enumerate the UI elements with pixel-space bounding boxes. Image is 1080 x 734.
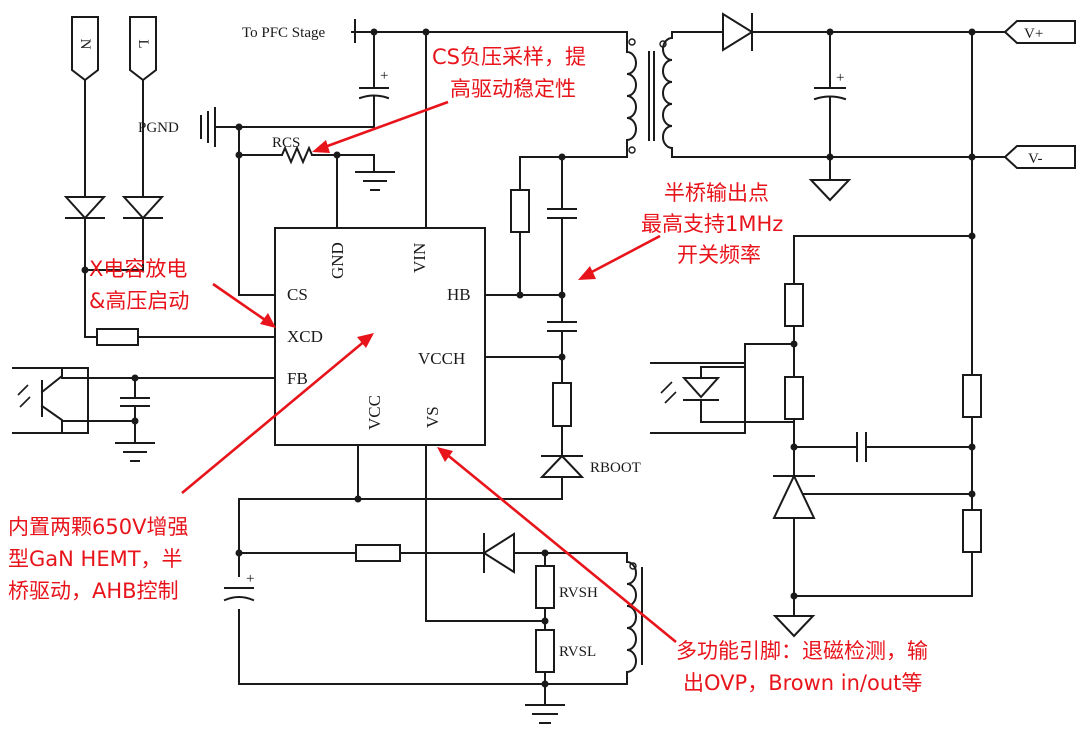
svg-text:桥驱动，AHB控制: 桥驱动，AHB控制 bbox=[8, 579, 179, 603]
input-diode-n bbox=[63, 196, 107, 220]
fb-resistor-mid bbox=[784, 376, 804, 420]
vplus-terminal: V+ bbox=[1003, 20, 1076, 44]
annotation-xcd: X电容放电 &高压启动 bbox=[89, 257, 276, 328]
pgnd-ground-icon bbox=[200, 107, 216, 147]
feedback-ground-icon bbox=[772, 615, 816, 638]
svg-text:半桥输出点: 半桥输出点 bbox=[664, 181, 769, 205]
svg-text:出OVP，Brown in/out等: 出OVP，Brown in/out等 bbox=[683, 671, 922, 695]
fb-resistor-right bbox=[962, 374, 982, 418]
output-capacitor: + bbox=[813, 31, 847, 181]
fb-resistor-top bbox=[784, 283, 804, 327]
output-rectifier-diode bbox=[722, 12, 754, 52]
xcd-resistor bbox=[96, 328, 139, 346]
pin-cs: CS bbox=[287, 285, 308, 304]
vminus-terminal: V- bbox=[1003, 145, 1076, 169]
svg-text:开关频率: 开关频率 bbox=[677, 243, 761, 267]
ic-controller: CS XCD FB GND VIN HB VCCH VCC VS bbox=[274, 227, 486, 446]
rvsl-label: RVSL bbox=[559, 644, 596, 660]
svg-text:型GaN HEMT，半: 型GaN HEMT，半 bbox=[8, 547, 183, 571]
pin-hb: HB bbox=[447, 285, 471, 304]
rboot-resistor bbox=[552, 382, 572, 427]
optocoupler-led bbox=[650, 362, 746, 434]
svg-text:+: + bbox=[380, 68, 388, 84]
input-n-terminal: N bbox=[71, 16, 99, 82]
vcc-capacitor: + bbox=[223, 571, 254, 602]
svg-text:高驱动稳定性: 高驱动稳定性 bbox=[450, 77, 576, 101]
svg-text:+: + bbox=[246, 571, 254, 587]
pin-xcd: XCD bbox=[287, 327, 323, 346]
bulk-capacitor: + bbox=[358, 31, 390, 128]
input-diode-l bbox=[121, 196, 165, 220]
svg-text:CS负压采样，提: CS负压采样，提 bbox=[432, 45, 586, 69]
rvsh-label: RVSH bbox=[559, 585, 598, 601]
vplus-label: V+ bbox=[1024, 26, 1043, 42]
pin-gnd: GND bbox=[328, 242, 347, 279]
rvsh-resistor bbox=[535, 565, 555, 609]
shunt-regulator bbox=[772, 473, 816, 597]
svg-text:内置两颗650V增强: 内置两颗650V增强 bbox=[8, 515, 188, 539]
vminus-label: V- bbox=[1028, 151, 1042, 167]
fb-ground-icon bbox=[115, 442, 155, 462]
rboot-diode bbox=[539, 454, 585, 478]
annotation-hb: 半桥输出点 最高支持1MHz 开关频率 bbox=[578, 181, 783, 280]
l-label: L bbox=[135, 39, 151, 48]
annotation-cs: CS负压采样，提 高驱动稳定性 bbox=[312, 45, 586, 153]
n-label: N bbox=[77, 39, 93, 50]
vcc-resistor bbox=[355, 544, 401, 562]
main-transformer bbox=[625, 36, 674, 154]
svg-text:+: + bbox=[836, 70, 844, 86]
pin-vs: VS bbox=[423, 406, 442, 428]
svg-text:最高支持1MHz: 最高支持1MHz bbox=[641, 212, 783, 236]
rcs-label: RCS bbox=[272, 135, 300, 151]
pin-vcc: VCC bbox=[365, 395, 384, 430]
rboot-label: RBOOT bbox=[590, 460, 641, 476]
annotation-vs: 多功能引脚：退磁检测，输 出OVP，Brown in/out等 bbox=[437, 447, 928, 695]
input-l-terminal: L bbox=[129, 16, 157, 82]
svg-text:X电容放电: X电容放电 bbox=[89, 257, 187, 281]
pin-vin: VIN bbox=[410, 243, 429, 273]
pin-fb: FB bbox=[287, 369, 308, 388]
fb-resistor-lower bbox=[962, 509, 982, 553]
pgnd-label: PGND bbox=[138, 120, 179, 136]
svg-text:&高压启动: &高压启动 bbox=[89, 289, 189, 313]
annotation-gan: 内置两颗650V增强 型GaN HEMT，半 桥驱动，AHB控制 bbox=[8, 333, 374, 603]
rvsl-resistor bbox=[535, 629, 555, 673]
rcs-ground-icon bbox=[355, 171, 395, 191]
aux-ground-icon bbox=[525, 704, 565, 724]
aux-diode bbox=[482, 532, 515, 574]
svg-text:多功能引脚：退磁检测，输: 多功能引脚：退磁检测，输 bbox=[676, 639, 928, 663]
output-ground-icon bbox=[808, 179, 852, 202]
pin-vcch: VCCH bbox=[418, 349, 465, 368]
snubber-resistor bbox=[510, 189, 530, 233]
pfc-label: To PFC Stage bbox=[242, 25, 325, 41]
aux-winding bbox=[625, 560, 643, 685]
